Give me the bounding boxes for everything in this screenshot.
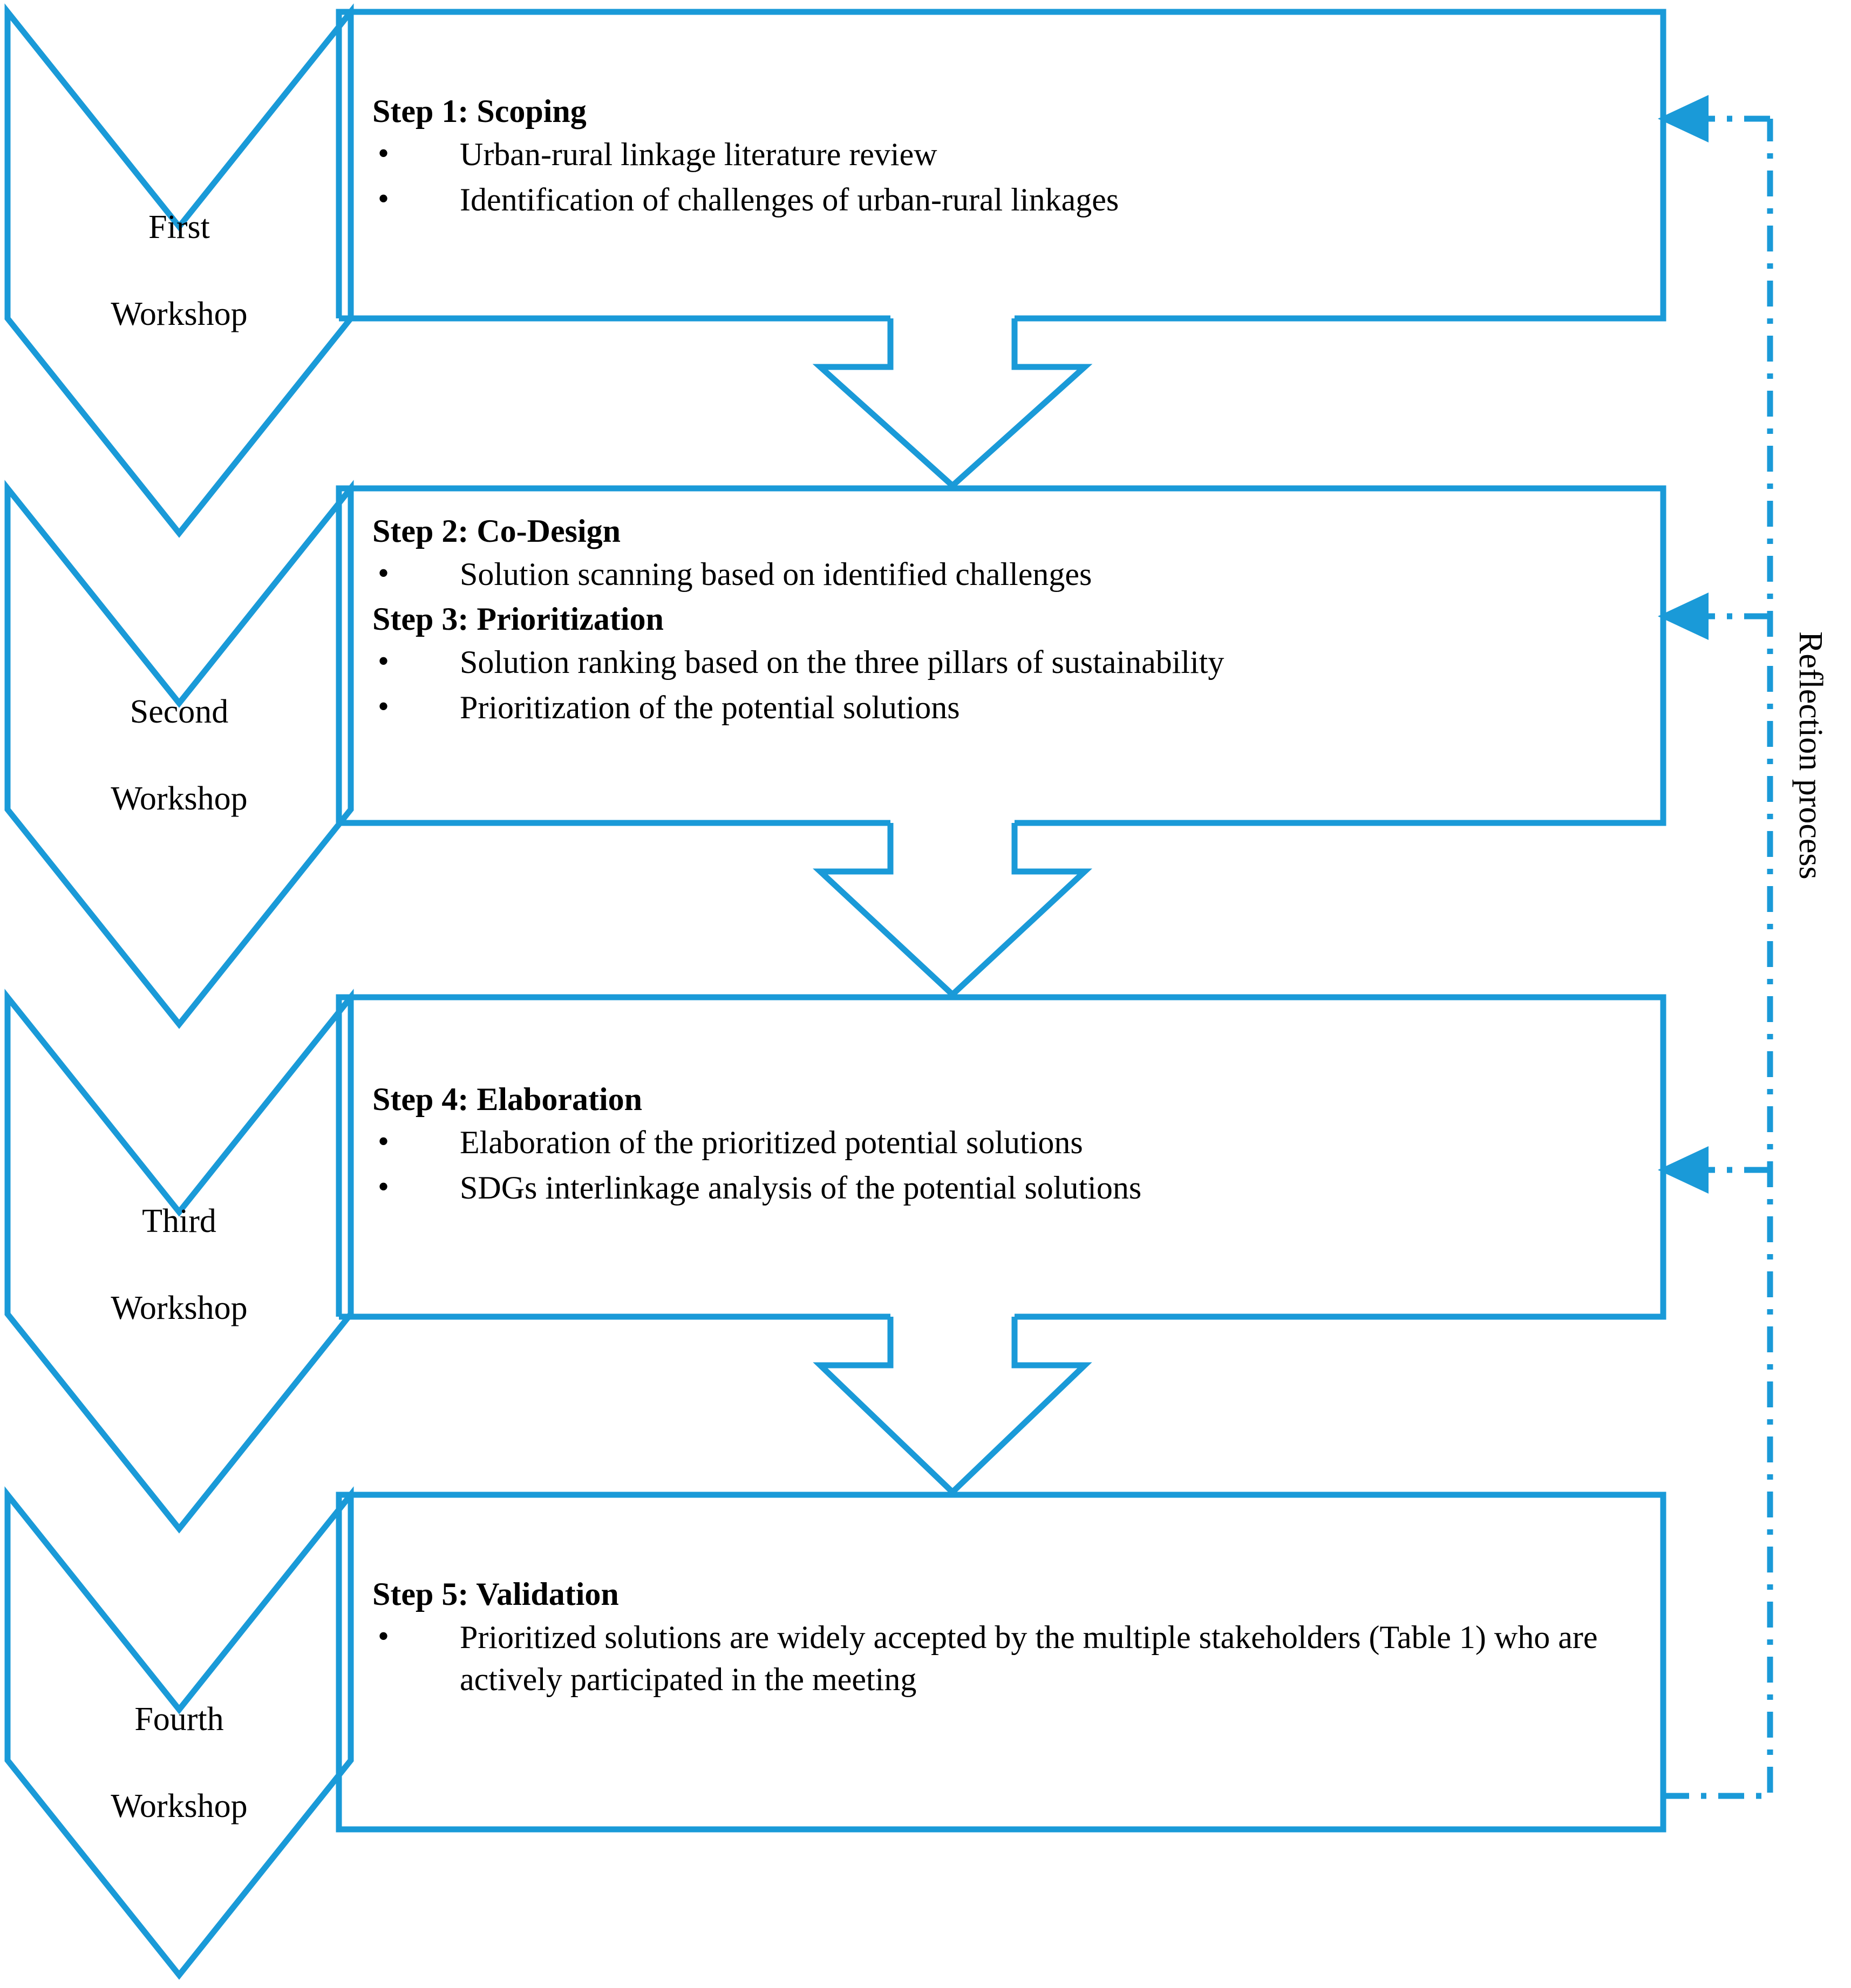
reflection-process-line	[1663, 115, 1773, 1799]
workshop-label-third-line1: Third	[142, 1202, 216, 1240]
step-4-bullet-2: SDGs interlinkage analysis of the potent…	[372, 1166, 1631, 1209]
step-3-bullet-list: Solution ranking based on the three pill…	[372, 640, 1631, 729]
step-3-bullet-2: Prioritization of the potential solution…	[372, 685, 1631, 729]
step-1-bullet-2: Identification of challenges of urban-ru…	[372, 178, 1631, 221]
step-5-title: Step 5: Validation	[372, 1576, 619, 1612]
reflection-arrowhead-step1	[1658, 95, 1709, 142]
step-4-title: Step 4: Elaboration	[372, 1081, 643, 1117]
connector-arrow-step4-to-step5	[813, 1317, 1092, 1496]
step-5-bullet-1: Prioritized solutions are widely accepte…	[372, 1615, 1617, 1700]
workshop-label-second-line2: Workshop	[111, 780, 248, 817]
step-3-bullet-1: Solution ranking based on the three pill…	[372, 640, 1631, 683]
reflection-process-label: Reflection process	[1792, 631, 1829, 880]
step-1-box: Step 1: Scoping Urban-rural linkage lite…	[339, 12, 1663, 318]
step-1-title: Step 1: Scoping	[372, 93, 587, 129]
workshop-label-fourth-line2: Workshop	[111, 1787, 248, 1824]
connector-arrow-step1-to-step2	[812, 318, 1093, 490]
workshop-label-third: Third Workshop	[8, 1156, 351, 1373]
step-1-bullet-1: Urban-rural linkage literature review	[372, 132, 1631, 175]
workshop-label-fourth-line1: Fourth	[134, 1700, 224, 1738]
reflection-arrowhead-step2	[1658, 593, 1709, 640]
workshop-label-third-line2: Workshop	[111, 1289, 248, 1326]
connector-arrow-step2-to-step4	[813, 823, 1092, 999]
step-2-title: Step 2: Co-Design	[372, 513, 621, 549]
step-5-box: Step 5: Validation Prioritized solutions…	[339, 1495, 1663, 1829]
step-5-bullet-list: Prioritized solutions are widely accepte…	[372, 1615, 1617, 1700]
workshop-label-first-line1: First	[148, 208, 210, 246]
step-4-bullet-1: Elaboration of the prioritized potential…	[372, 1120, 1631, 1163]
step-1-bullet-list: Urban-rural linkage literature review Id…	[372, 132, 1631, 221]
reflection-arrowhead-step4	[1658, 1146, 1709, 1194]
step-2-bullet-list: Solution scanning based on identified ch…	[372, 552, 1631, 595]
workshop-label-first: First Workshop	[8, 162, 351, 379]
workshop-label-second-line1: Second	[130, 693, 229, 730]
step-2-bullet-1: Solution scanning based on identified ch…	[372, 552, 1631, 595]
step-2-3-box: Step 2: Co-Design Solution scanning base…	[339, 488, 1663, 823]
workshop-label-first-line2: Workshop	[111, 295, 248, 332]
step-4-bullet-list: Elaboration of the prioritized potential…	[372, 1120, 1631, 1209]
step-3-title: Step 3: Prioritization	[372, 601, 664, 637]
workshop-label-fourth: Fourth Workshop	[8, 1654, 351, 1871]
step-4-box: Step 4: Elaboration Elaboration of the p…	[339, 997, 1663, 1317]
workshop-label-second: Second Workshop	[8, 646, 351, 864]
